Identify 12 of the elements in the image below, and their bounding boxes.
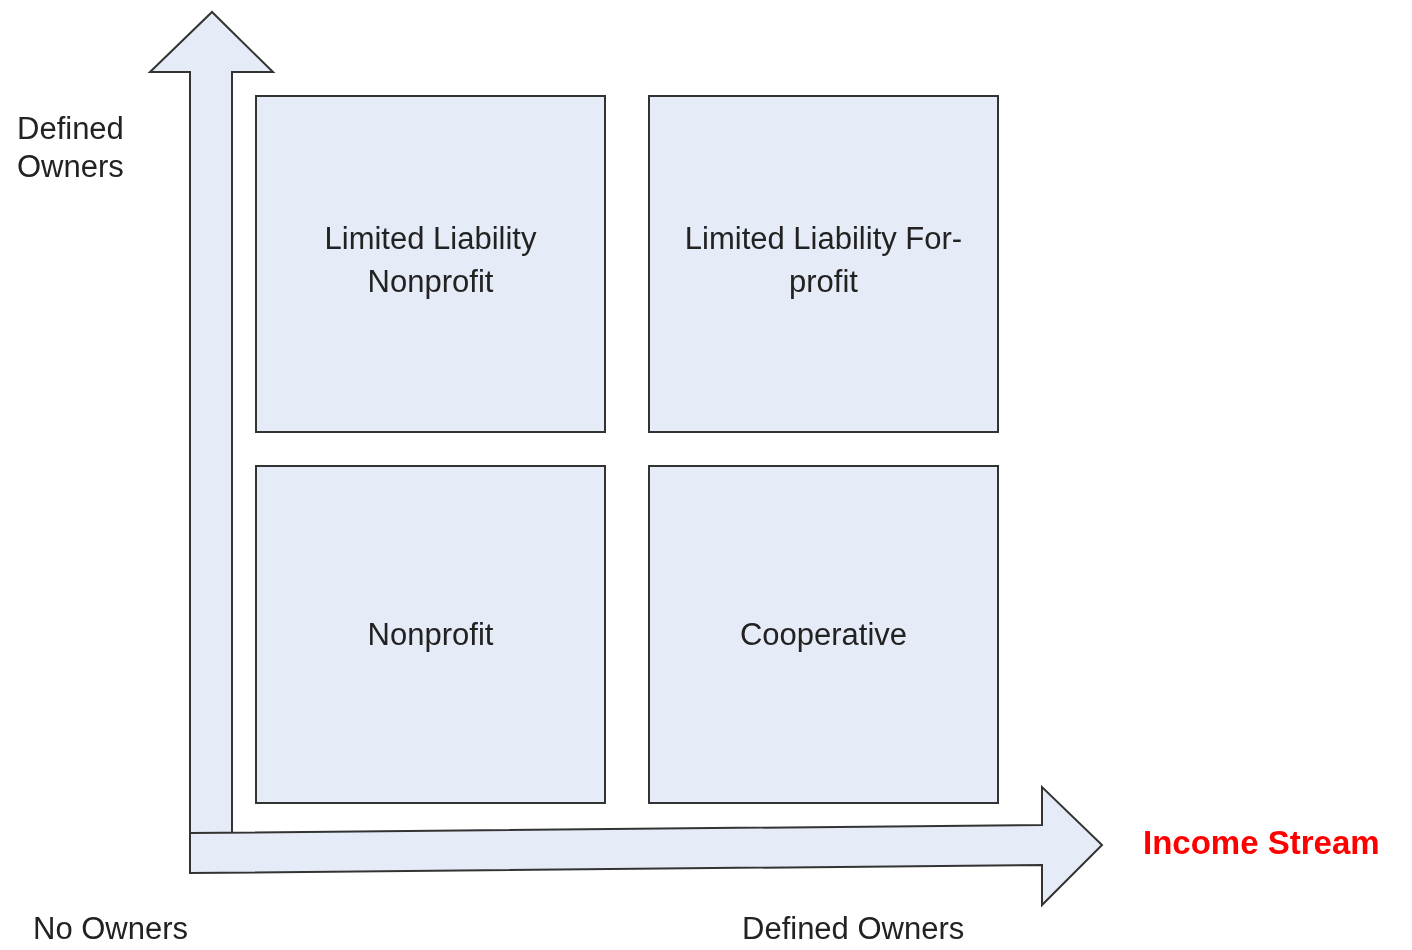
quadrant-label: Cooperative [738,616,909,654]
quadrant-box [648,95,999,433]
quadrant-label: Limited Liability For-profit [683,220,964,301]
quadrant-label: Limited Liability Nonprofit [323,220,538,301]
quadrant-box [648,465,999,804]
quadrant-label: Nonprofit [366,616,495,654]
axis-label: Defined Owners [742,910,966,948]
axis-label: No Owners [33,910,190,948]
quadrant-box [255,95,606,433]
axis-label: Defined Owners [17,110,125,186]
quadrant-box [255,465,606,804]
axis-title: Income Stream [1143,824,1381,862]
